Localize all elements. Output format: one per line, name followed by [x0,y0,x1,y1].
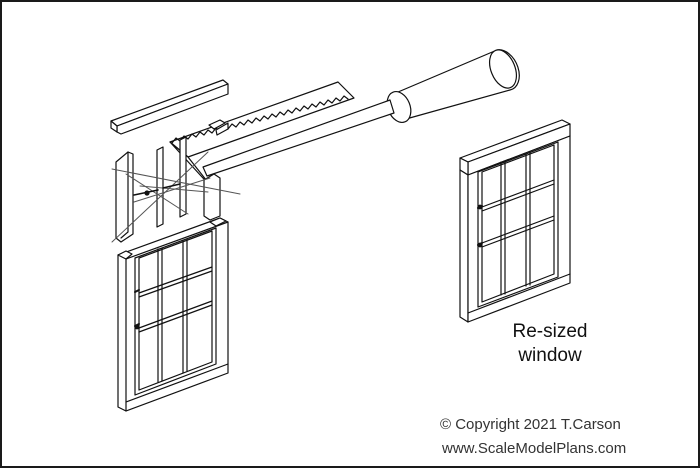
cut-side-stile-left [116,152,133,242]
window-resized [460,120,570,322]
resized-window-caption: Re-sized window [480,320,620,368]
cut-side-stile-right [204,174,220,220]
caption-line-2: window [480,344,620,368]
saw-handle [383,46,522,126]
window-left-lower [118,218,228,411]
website-url: www.ScaleModelPlans.com [442,440,626,457]
caption-line-1: Re-sized [480,320,620,344]
copyright-notice: © Copyright 2021 T.Carson [440,416,621,433]
cut-muntin-strip-1 [157,147,163,227]
